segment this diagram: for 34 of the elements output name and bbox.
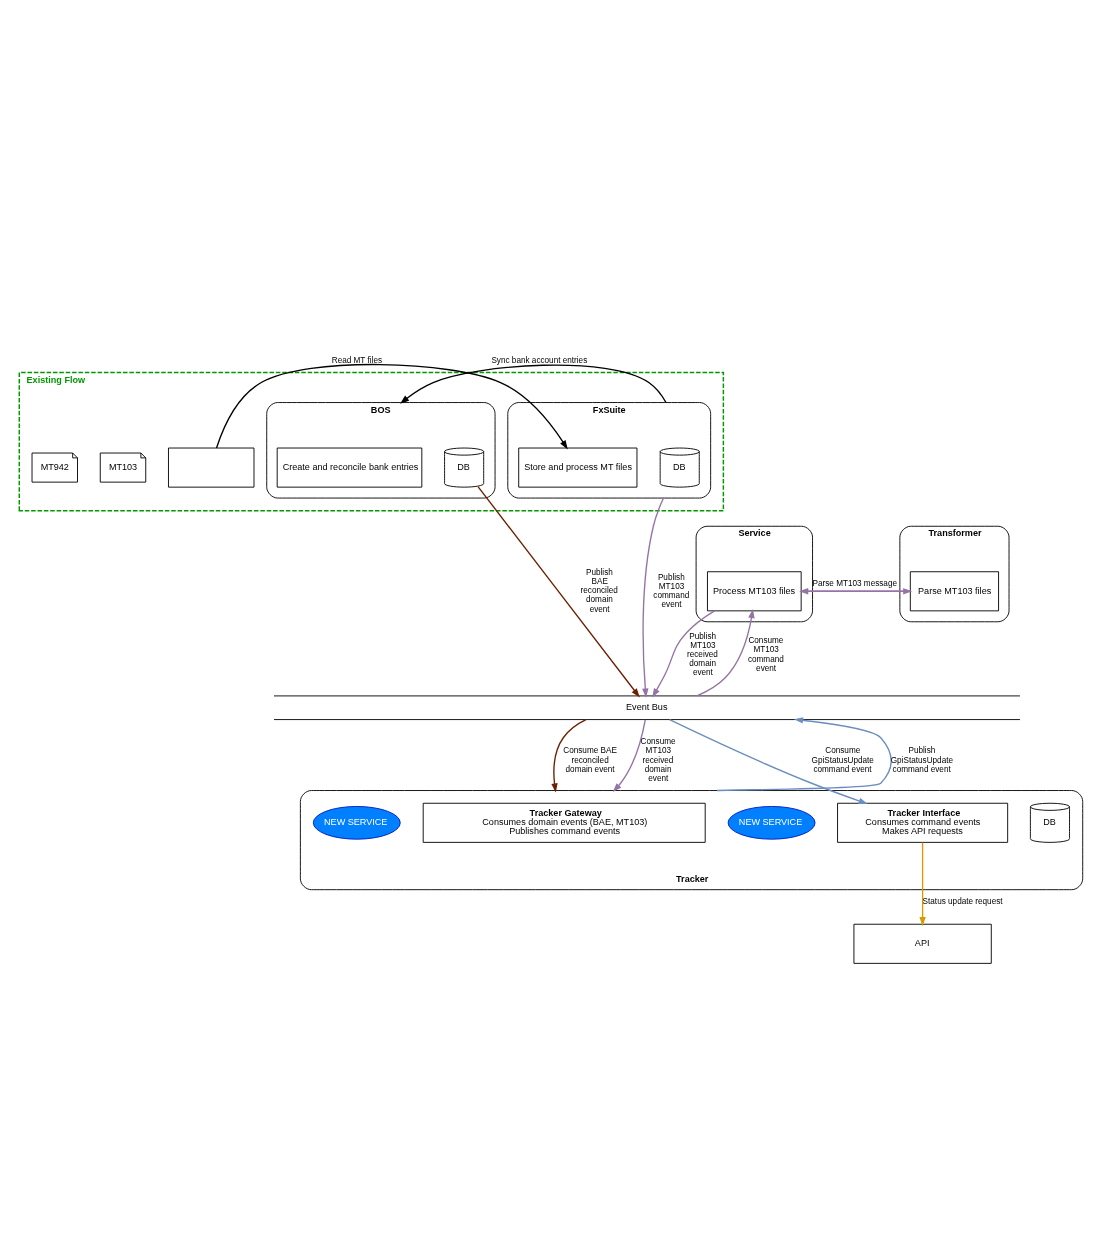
edge-label: Parse MT103 message [812, 579, 898, 589]
arrow [551, 719, 587, 793]
edge-label: Sync bank account entries [491, 355, 588, 365]
node-box: Parse MT103 files [909, 571, 1000, 612]
edge-label: Publish MT103 received domain event [687, 631, 718, 678]
node-ellipse: NEW SERVICE [727, 806, 816, 840]
arrow [668, 719, 868, 804]
arrow [716, 717, 892, 792]
edge-label: Consume MT103 command event [747, 636, 784, 673]
node-box: Tracker Gateway Consumes domain events (BAE, MT103) Publishes command events [422, 802, 706, 843]
arrow [612, 719, 646, 793]
edge-label: Consume MT103 received domain event [640, 737, 676, 783]
node-box: API [853, 923, 992, 964]
node-box: Store and process MT files [518, 447, 638, 488]
node-box [168, 447, 255, 488]
edge-label: Read MT files [331, 355, 383, 365]
arrow [919, 841, 926, 927]
arrow [652, 610, 716, 698]
node-box: Tracker Interface Consumes command events Makes API requests [837, 802, 1009, 843]
arrow [215, 363, 568, 450]
edge-label: Consume BAE reconciled domain event [563, 746, 617, 774]
node-ellipse: NEW SERVICE [312, 806, 401, 840]
edge-label: Publish MT103 command event [653, 572, 690, 609]
arrow [477, 486, 640, 698]
node-text: Event Bus [626, 702, 668, 713]
edge-label: Publish GpiStatusUpdate command event [890, 746, 954, 774]
node-box: Create and reconcile bank entries [276, 447, 423, 488]
node-box: Process MT103 files [707, 571, 802, 612]
edge-label: Consume GpiStatusUpdate command event [811, 746, 874, 774]
arrow [696, 608, 755, 697]
edge-label: Status update request [922, 896, 1003, 906]
arrow [400, 364, 667, 404]
arrow [642, 497, 665, 698]
edge-label: Publish BAE reconciled domain event [580, 568, 618, 614]
